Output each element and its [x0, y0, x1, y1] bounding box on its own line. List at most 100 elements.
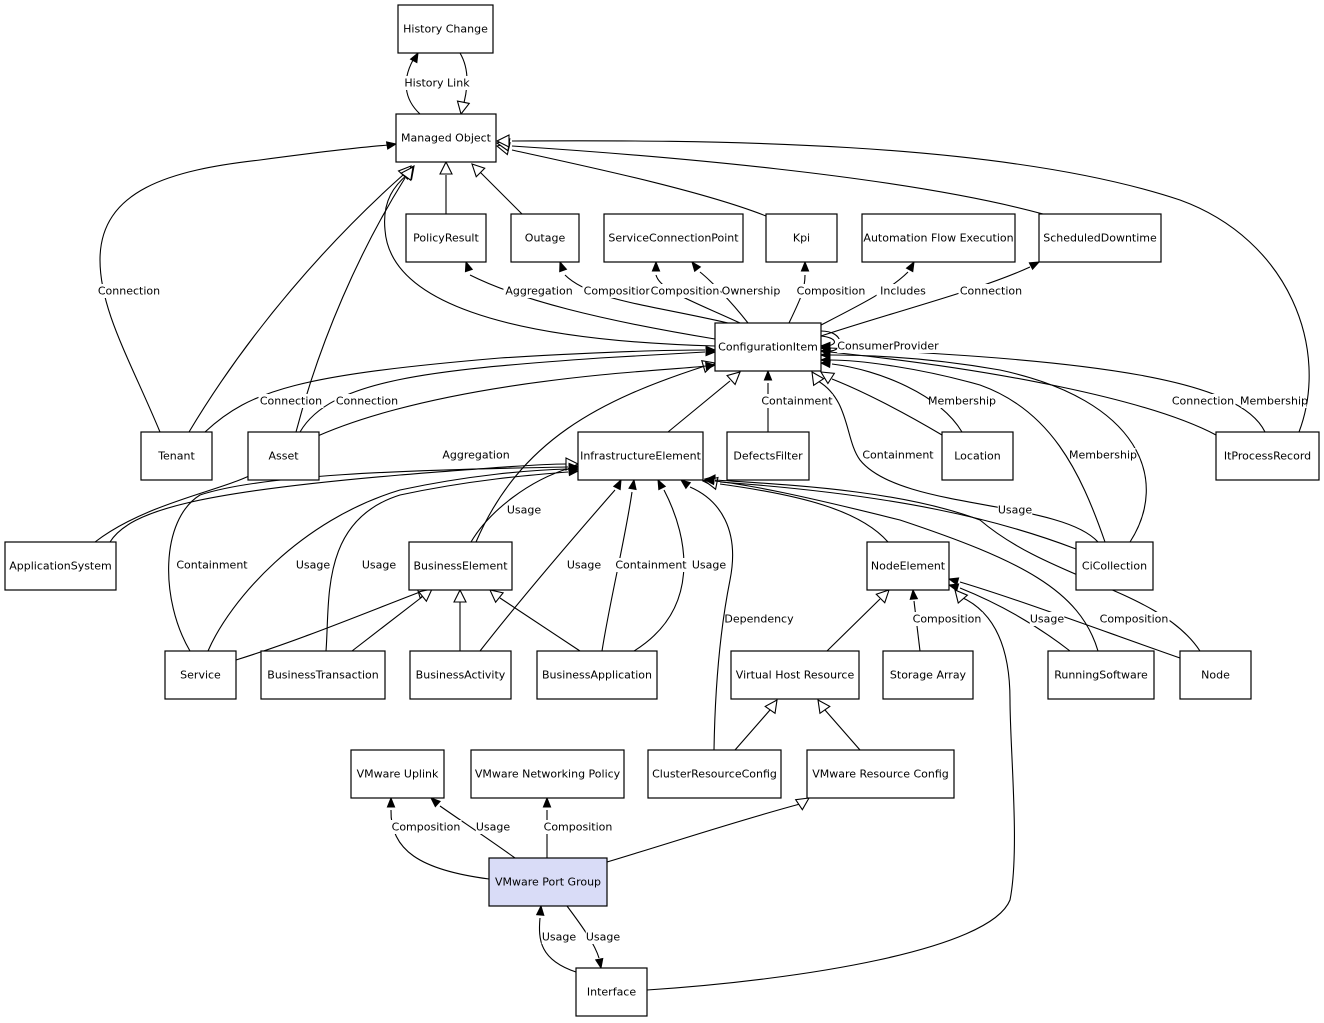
edge-label-bg [837, 339, 939, 353]
edge-label-bg [726, 612, 792, 626]
association-arrowhead [568, 467, 580, 477]
node-box [647, 749, 782, 799]
edge-label-bg [295, 558, 331, 572]
node-running-software[interactable]: RunningSoftware [1047, 650, 1155, 700]
association-arrowhead [464, 260, 474, 273]
edge-label-ci-self-consumer-provider: ConsumerProvider [837, 340, 939, 353]
edge-label-service-ie-containment: Containment [176, 559, 248, 572]
node-configuration-item[interactable]: ConfigurationItem [714, 322, 822, 372]
node-box [488, 857, 608, 907]
inheritance-arrowhead [471, 163, 486, 178]
edge-label-ba-ie-usage: Usage [567, 559, 602, 572]
edge-label-bg [997, 503, 1033, 517]
node-outage[interactable]: Outage [510, 213, 580, 263]
node-node-element[interactable]: NodeElement [866, 541, 950, 591]
edge-itpr-ci-mem [829, 347, 1266, 433]
node-box [575, 967, 648, 1017]
node-box [765, 213, 838, 263]
node-box [397, 4, 494, 54]
node-automation-flow-execution[interactable]: Automation Flow Execution [861, 213, 1016, 263]
node-service-connection-point[interactable]: ServiceConnectionPoint [603, 213, 744, 263]
node-ci-collection[interactable]: CiCollection [1075, 541, 1154, 591]
node-box [536, 650, 658, 700]
node-interface[interactable]: Interface [575, 967, 648, 1017]
edge-label-ci-scp-composition: Composition [651, 285, 720, 298]
node-business-element[interactable]: BusinessElement [408, 541, 513, 591]
node-node[interactable]: Node [1179, 650, 1252, 700]
node-managed-object[interactable]: Managed Object [395, 113, 497, 163]
edge-bapp-be [499, 597, 581, 652]
node-label: History Change [403, 23, 488, 36]
inheritance-arrowhead [453, 588, 467, 603]
node-application-system[interactable]: ApplicationSystem [4, 541, 117, 591]
edge-label-service-ie-usage: Usage [296, 559, 331, 572]
node-vmware-resource-config[interactable]: VMware Resource Config [806, 749, 955, 799]
node-box [882, 650, 974, 700]
edge-label-asset-ci-connection: Connection [336, 395, 398, 408]
edge-label-bg [761, 394, 833, 408]
node-cluster-resource-config[interactable]: ClusterResourceConfig [647, 749, 782, 799]
node-label: Virtual Host Resource [736, 669, 855, 682]
association-arrowhead [1028, 261, 1041, 271]
inheritance-arrowhead [794, 797, 811, 811]
node-storage-array[interactable]: Storage Array [882, 650, 974, 700]
association-arrowhead [763, 369, 773, 381]
node-business-application[interactable]: BusinessApplication [536, 650, 658, 700]
edge-label-itpr-ci-connection: Connection [1172, 395, 1234, 408]
node-asset[interactable]: Asset [247, 431, 320, 481]
node-box [4, 541, 117, 591]
node-label: ScheduledDowntime [1043, 232, 1157, 245]
node-defects-filter[interactable]: DefectsFilter [726, 431, 810, 481]
node-service[interactable]: Service [164, 650, 237, 700]
edge-label-ci-afe-includes: Includes [880, 285, 926, 298]
node-scheduled-downtime[interactable]: ScheduledDowntime [1038, 213, 1162, 263]
edge-label-node-ne-composition: Composition [1100, 613, 1169, 626]
edge-label-bg [795, 284, 867, 298]
node-box [1047, 650, 1155, 700]
association-arrowhead [657, 478, 667, 491]
node-business-transaction[interactable]: BusinessTransaction [260, 650, 386, 700]
node-label: PolicyResult [413, 232, 479, 245]
edge-bt-ie [325, 471, 569, 652]
association-arrowhead [409, 51, 419, 64]
edge-label-bg [649, 284, 721, 298]
edge-label-pg-iface-usage: Usage [586, 931, 621, 944]
node-infrastructure-element[interactable]: InfrastructureElement [577, 431, 704, 481]
node-label: VMware Port Group [495, 876, 601, 889]
edge-label-history-link: History Link [404, 77, 470, 90]
node-label: Node [1201, 669, 1230, 682]
edge-label-bg [1029, 612, 1065, 626]
node-it-process-record[interactable]: ItProcessRecord [1215, 431, 1320, 481]
edge-label-cicoll-ie-usage: Usage [998, 504, 1033, 517]
edge-label-bg [398, 76, 476, 90]
association-arrowhead [947, 577, 960, 586]
node-label: VMware Uplink [357, 768, 439, 781]
node-location[interactable]: Location [941, 431, 1014, 481]
node-virtual-host-resource[interactable]: Virtual Host Resource [730, 650, 860, 700]
edge-label-defects-ci-containment: Containment [761, 395, 833, 408]
node-policy-result[interactable]: PolicyResult [405, 213, 487, 263]
association-arrowhead [819, 343, 831, 353]
edge-iface-ne [646, 596, 1015, 991]
edge-label-bg [876, 284, 930, 298]
inheritance-arrowhead [495, 134, 510, 148]
node-kpi[interactable]: Kpi [765, 213, 838, 263]
edge-ba-ie [479, 489, 616, 652]
node-tenant[interactable]: Tenant [140, 431, 213, 481]
node-business-activity[interactable]: BusinessActivity [409, 650, 512, 700]
node-label: VMware Networking Policy [475, 768, 621, 781]
node-vmware-networking-policy[interactable]: VMware Networking Policy [470, 749, 625, 799]
association-arrowhead [535, 904, 545, 916]
edge-label-pg-uplink-usage: Usage [476, 821, 511, 834]
association-arrowhead [594, 957, 604, 970]
node-history-change[interactable]: History Change [397, 4, 494, 54]
edge-ci-mo [384, 173, 716, 347]
node-box [395, 113, 497, 163]
node-box [603, 213, 744, 263]
association-arrowhead [703, 475, 715, 485]
node-vmware-port-group[interactable]: VMware Port Group [488, 857, 608, 907]
inheritance-arrowhead [954, 589, 969, 605]
edge-itpr-mo [511, 140, 1310, 433]
node-vmware-uplink[interactable]: VMware Uplink [350, 749, 445, 799]
node-label: InfrastructureElement [580, 450, 701, 463]
